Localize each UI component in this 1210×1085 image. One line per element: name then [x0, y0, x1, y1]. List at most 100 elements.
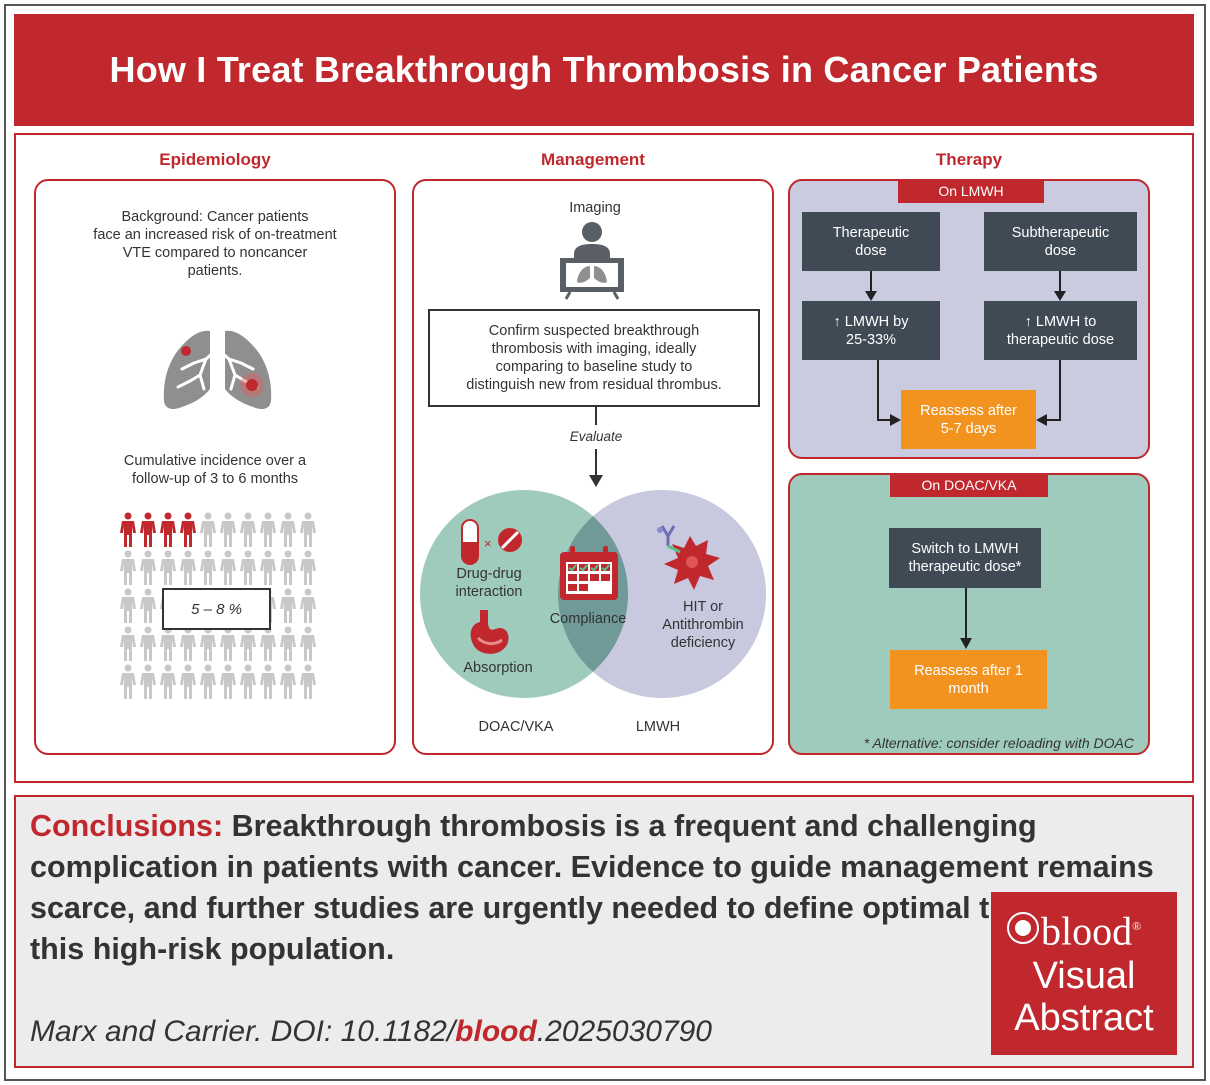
- logo-abstract: Abstract: [1014, 997, 1154, 1039]
- person-icon: [298, 550, 318, 588]
- person-icon: [258, 626, 278, 664]
- doac-footnote: * Alternative: consider reloading with D…: [863, 735, 1134, 751]
- person-icon: [118, 550, 138, 588]
- box-line: dose: [1044, 242, 1077, 259]
- confirm-line: comparing to baseline study to: [495, 359, 693, 375]
- drug-interaction-label: Drug-drug interaction: [444, 565, 534, 601]
- box-line: Subtherapeutic: [1011, 224, 1110, 241]
- background-line: Background: Cancer patients: [121, 209, 309, 225]
- background-line: face an increased risk of on-treatment: [93, 227, 337, 243]
- on-doac-vka-tag: On DOAC/VKA: [890, 473, 1048, 497]
- logo-brand: blood®: [1041, 904, 1141, 953]
- person-icon: [218, 626, 238, 664]
- confirm-line: distinguish new from residual thrombus.: [466, 377, 722, 393]
- background-text: Background: Cancer patients face an incr…: [54, 208, 376, 280]
- person-icon: [278, 550, 298, 588]
- citation-suffix: .2025030790: [536, 1015, 712, 1048]
- confirm-line: thrombosis with imaging, ideally: [491, 341, 697, 357]
- imaging-label: Imaging: [569, 200, 621, 216]
- venn-overlap: [558, 490, 628, 698]
- therapy-heading: Therapy: [935, 150, 1003, 169]
- epidemiology-heading: Epidemiology: [159, 150, 271, 169]
- box-line: Switch to LMWH: [911, 541, 1019, 557]
- epidemiology-card: [34, 179, 396, 755]
- person-icon-highlighted: [118, 512, 138, 550]
- platelet-antibody-icon: [657, 525, 720, 590]
- incidence-value-box: 5 – 8 %: [162, 588, 271, 630]
- person-icon-highlighted: [158, 512, 178, 550]
- citation-prefix: Marx and Carrier. DOI: 10.1182/: [30, 1015, 456, 1048]
- label-line: Drug-drug: [456, 566, 522, 582]
- box-line: Therapeutic: [832, 224, 910, 241]
- on-lmwh-tag: On LMWH: [898, 179, 1044, 203]
- conclusions-text: Conclusions: Breakthrough thrombosis is …: [30, 806, 1180, 970]
- compliance-label: Compliance: [549, 611, 627, 627]
- person-icon: [138, 664, 158, 702]
- person-icon: [238, 550, 258, 588]
- person-icon: [238, 664, 258, 702]
- logo-brand-text: blood: [1041, 908, 1133, 954]
- person-icon: [238, 512, 258, 550]
- confirm-line: Confirm suspected breakthrough: [488, 323, 700, 339]
- box-line: ↑ LMWH by: [833, 313, 909, 330]
- confirm-imaging-box: Confirm suspected breakthrough thrombosi…: [428, 309, 760, 407]
- drug-interaction-icon: ×: [461, 519, 522, 565]
- lungs-icon: [163, 323, 272, 409]
- box-line: month: [948, 680, 989, 697]
- box-line: 5-7 days: [940, 420, 997, 437]
- person-icon: [138, 550, 158, 588]
- person-icon: [278, 664, 298, 702]
- person-icon: [238, 626, 258, 664]
- person-icon: [178, 626, 198, 664]
- doac-vka-caption: DOAC/VKA: [478, 719, 554, 735]
- hit-antithrombin-label: HIT or Antithrombin deficiency: [648, 598, 758, 652]
- box-line: Reassess after 1: [914, 662, 1023, 679]
- person-icon: [218, 664, 238, 702]
- calendar-icon: [560, 546, 618, 600]
- person-icon-highlighted: [178, 512, 198, 550]
- citation: Marx and Carrier. DOI: 10.1182/blood.202…: [30, 1015, 712, 1049]
- incidence-text: Cumulative incidence over a follow-up of…: [54, 452, 376, 488]
- person-icon: [178, 550, 198, 588]
- person-icon: [158, 550, 178, 588]
- person-icon: [258, 512, 278, 550]
- incidence-line: follow-up of 3 to 6 months: [131, 471, 299, 487]
- box-line: ↑ LMWH to: [1024, 313, 1097, 330]
- label-line: Antithrombin: [662, 617, 744, 633]
- person-icon: [278, 512, 298, 550]
- imaging-monitor-icon: [560, 222, 624, 300]
- management-heading: Management: [541, 150, 645, 169]
- incidence-line: Cumulative incidence over a: [123, 453, 307, 469]
- person-icon: [298, 512, 318, 550]
- citation-journal: blood: [455, 1015, 537, 1048]
- blood-visual-abstract-logo: blood® Visual Abstract: [991, 892, 1177, 1055]
- box-line: 25-33%: [846, 331, 896, 348]
- person-icon: [298, 664, 318, 702]
- label-line: interaction: [455, 584, 523, 600]
- box-line: therapeutic dose: [1006, 331, 1115, 348]
- evaluate-arrow: [589, 407, 603, 487]
- background-line: patients.: [187, 263, 243, 279]
- lmwh-caption: LMWH: [635, 719, 681, 735]
- person-icon: [118, 664, 138, 702]
- society-seal-icon: [1007, 912, 1039, 944]
- logo-registered: ®: [1132, 919, 1142, 933]
- person-icon: [158, 626, 178, 664]
- person-icon: [118, 626, 138, 664]
- person-icon: [278, 588, 298, 626]
- conclusions-body: Breakthrough thrombosis is a frequent an…: [30, 809, 1168, 966]
- page-title: How I Treat Breakthrough Thrombosis in C…: [109, 49, 1099, 90]
- person-icon: [198, 550, 218, 588]
- doac-flow-arrow: [960, 588, 972, 649]
- person-icon: [218, 550, 238, 588]
- person-icon: [278, 626, 298, 664]
- person-icon: [258, 550, 278, 588]
- stomach-icon: [470, 610, 509, 654]
- box-line: Reassess after: [920, 402, 1017, 419]
- person-icon: [298, 626, 318, 664]
